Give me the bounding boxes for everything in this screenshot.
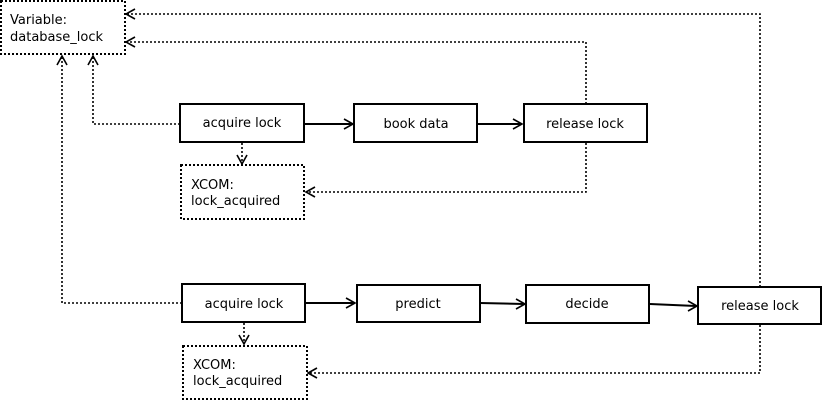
bottom-decide-node: decide xyxy=(525,284,650,324)
arrow-acquire-to-book xyxy=(305,118,355,130)
dotted-arrow-acquire2-to-variable xyxy=(56,54,182,304)
top-book-data-node: book data xyxy=(353,103,478,143)
dotted-arrow-release2-to-variable xyxy=(124,8,761,287)
dotted-arrow-acquire-to-xcom xyxy=(236,143,248,166)
bottom-xcom-node: XCOM: lock_acquired xyxy=(182,345,308,400)
arrow-acquire-to-predict xyxy=(306,297,357,309)
top-release-lock-node: release lock xyxy=(523,103,648,143)
top-acquire-lock-label: acquire lock xyxy=(203,116,282,131)
bottom-predict-label: predict xyxy=(395,297,440,312)
bottom-release-lock-node: release lock xyxy=(697,286,822,325)
bottom-acquire-lock-label: acquire lock xyxy=(205,297,284,312)
variable-label-line2: database_lock xyxy=(10,30,103,45)
variable-database-lock-node: Variable: database_lock xyxy=(0,0,126,55)
top-xcom-node: XCOM: lock_acquired xyxy=(180,164,305,220)
top-book-data-label: book data xyxy=(383,117,448,132)
bottom-decide-label: decide xyxy=(565,297,608,312)
arrow-book-to-release xyxy=(477,118,524,130)
bottom-xcom-label-line2: lock_acquired xyxy=(193,374,282,389)
variable-label-line1: Variable: xyxy=(10,13,67,28)
dotted-arrow-acquire2-to-xcom xyxy=(238,323,250,346)
top-release-lock-label: release lock xyxy=(546,117,624,132)
bottom-xcom-label-line1: XCOM: xyxy=(193,358,236,373)
dotted-arrow-release-to-variable xyxy=(124,36,587,104)
top-xcom-label-line1: XCOM: xyxy=(191,178,234,193)
bottom-predict-node: predict xyxy=(356,284,481,323)
bottom-acquire-lock-node: acquire lock xyxy=(181,283,306,323)
bottom-release-lock-label: release lock xyxy=(721,299,799,314)
dotted-arrow-acquire-to-variable xyxy=(87,54,180,125)
arrow-decide-to-release xyxy=(649,300,699,312)
dotted-arrow-release-to-xcom xyxy=(304,143,587,198)
arrow-predict-to-decide xyxy=(479,298,527,310)
dotted-arrow-release2-to-xcom xyxy=(306,325,761,379)
top-acquire-lock-node: acquire lock xyxy=(179,103,305,143)
top-xcom-label-line2: lock_acquired xyxy=(191,194,280,209)
